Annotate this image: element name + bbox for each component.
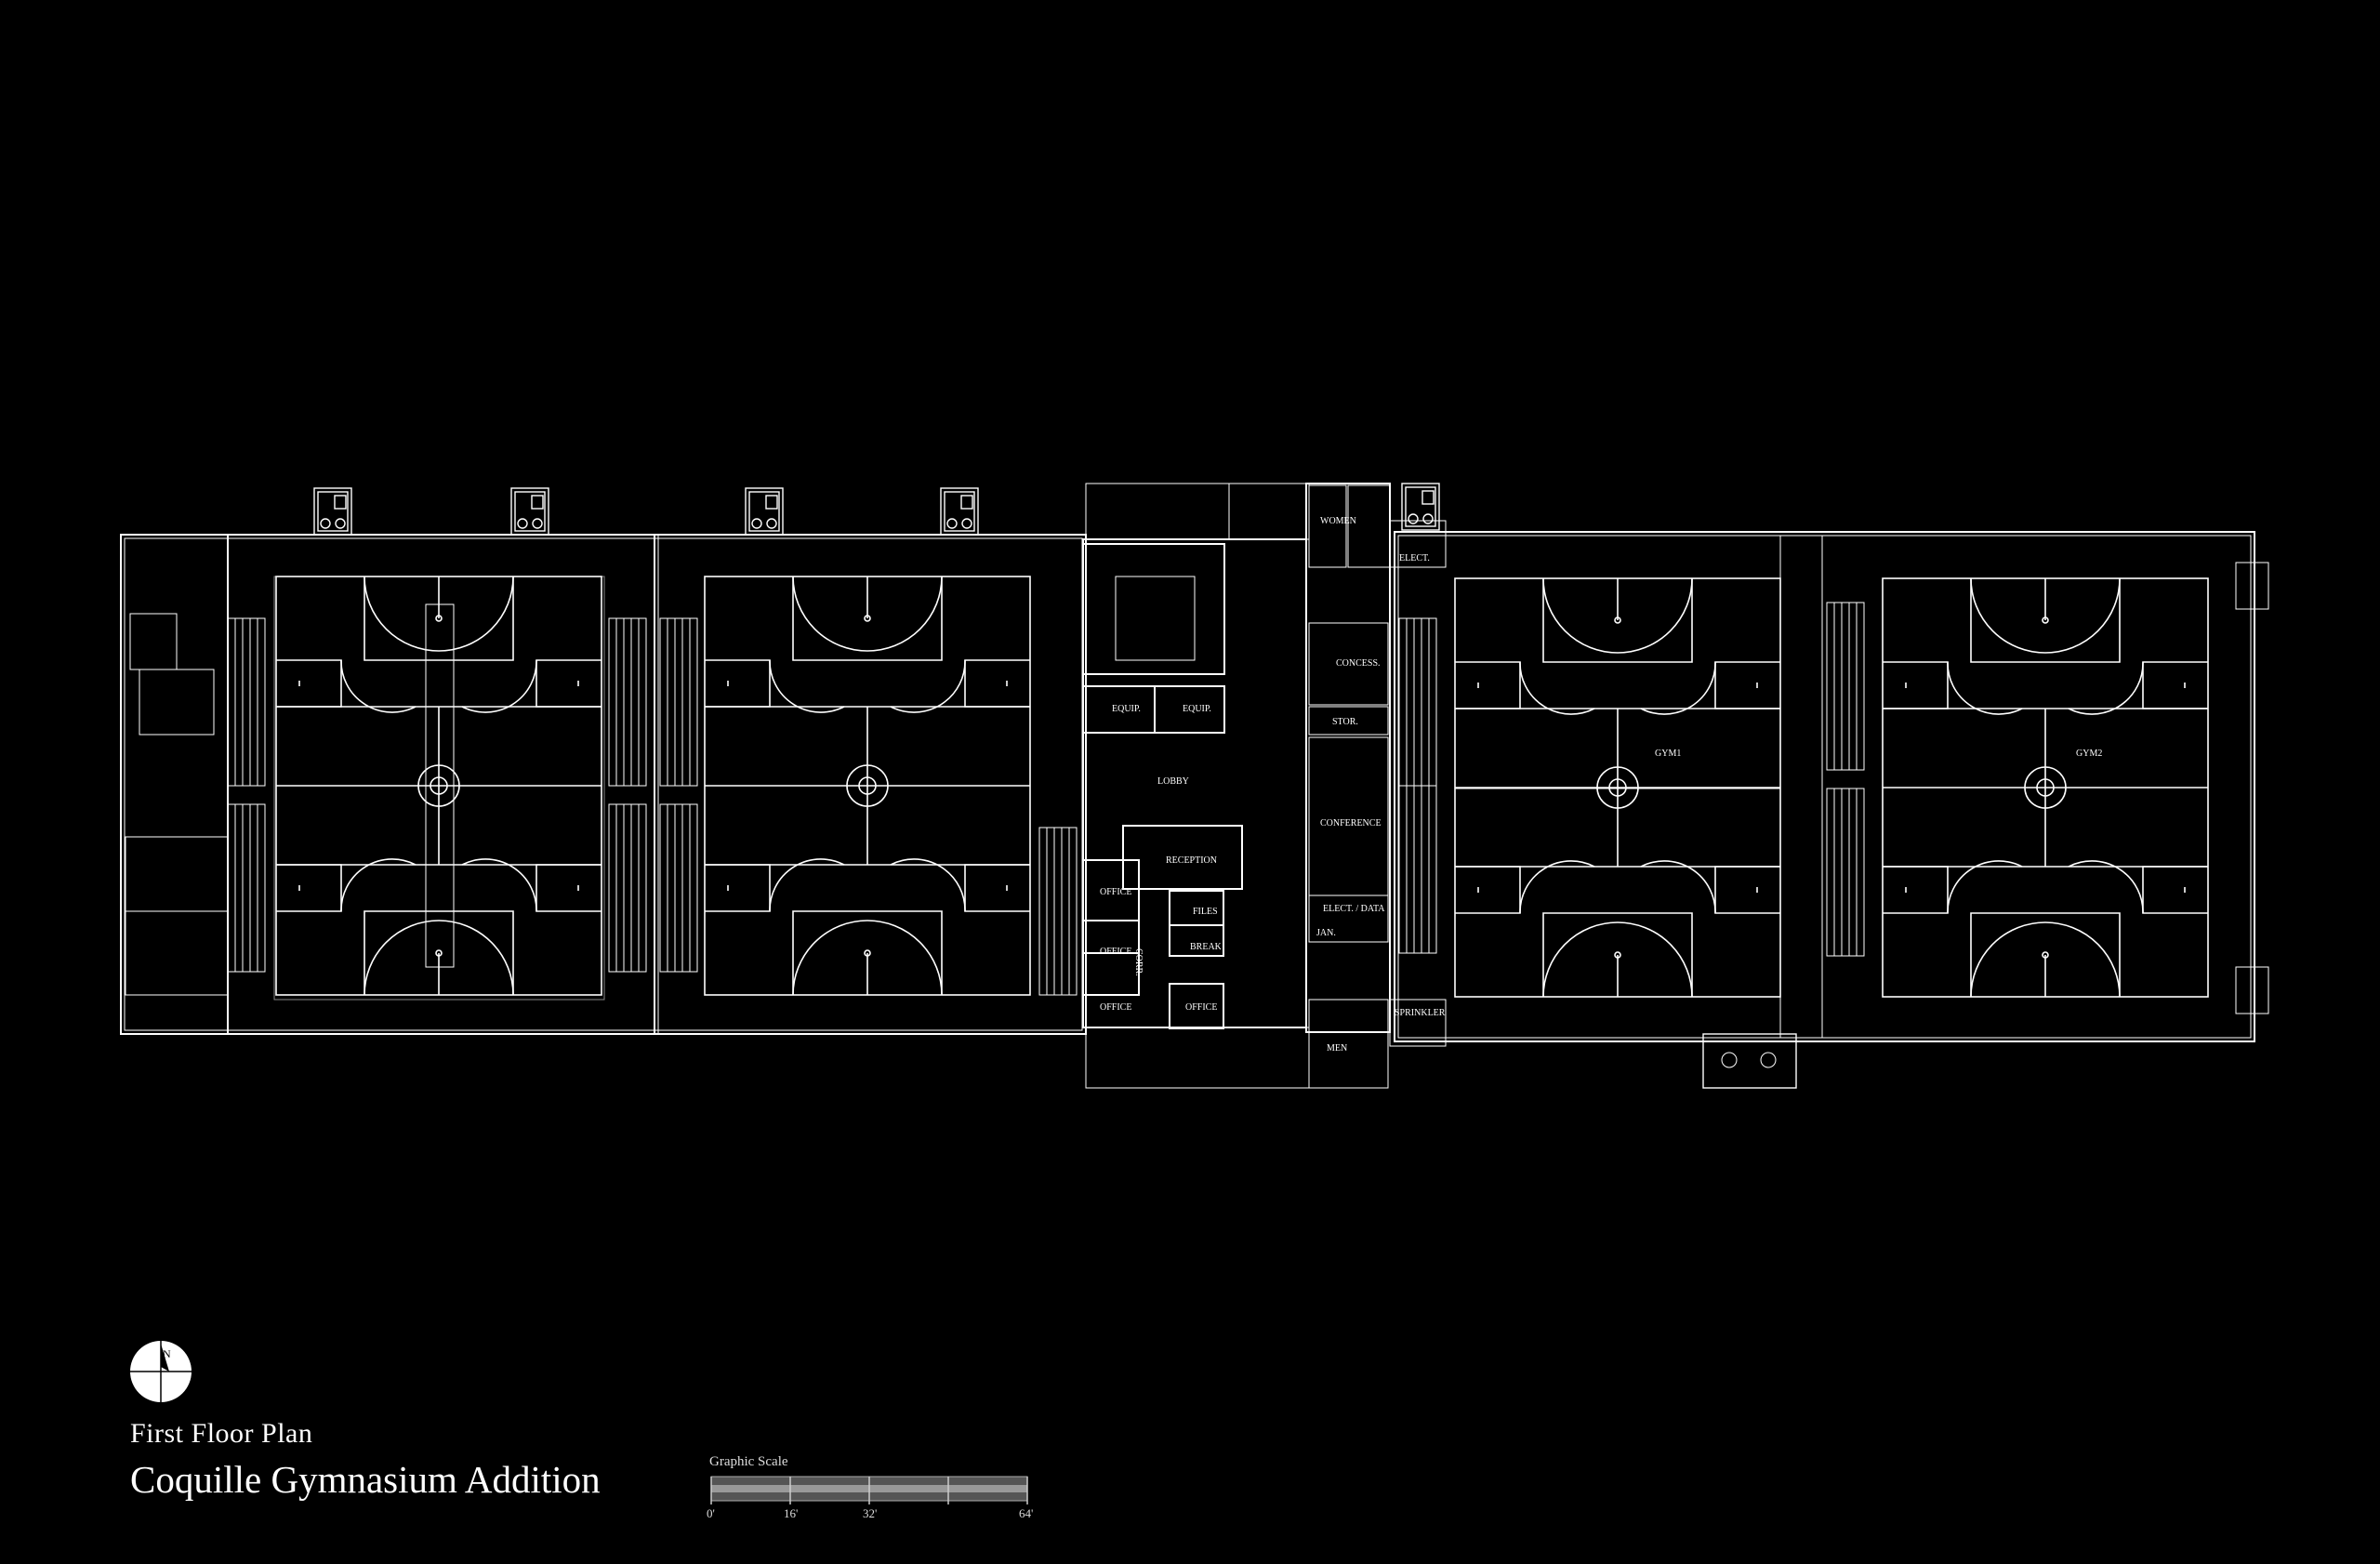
drawing-title: Coquille Gymnasium Addition [130, 1458, 601, 1501]
room-label-concess: CONCESS. [1336, 658, 1381, 669]
scale-tick-0: 0' [707, 1506, 715, 1520]
room-label-gym1: GYM1 [1655, 749, 1681, 759]
room-label-conference: CONFERENCE [1320, 818, 1382, 828]
room-label-men: MEN [1327, 1043, 1347, 1054]
room-label-equip-1: EQUIP. [1112, 704, 1141, 714]
room-label-gym2: GYM2 [2076, 749, 2102, 759]
graphic-scale-label: Graphic Scale [709, 1454, 788, 1469]
room-label-corr: CORR. [1133, 948, 1144, 976]
room-label-reception: RECEPTION [1166, 855, 1217, 866]
drawing-subtitle: First Floor Plan [130, 1418, 313, 1449]
room-label-office-2: OFFICE [1100, 947, 1131, 957]
room-label-office-4: OFFICE [1185, 1002, 1217, 1013]
room-label-stor: STOR. [1332, 717, 1358, 727]
room-label-sprinkler: SPRINKLER [1395, 1008, 1446, 1018]
north-arrow-icon: N [130, 1341, 192, 1402]
room-label-office-3: OFFICE [1100, 1002, 1131, 1013]
room-label-women: WOMEN [1320, 516, 1356, 526]
scale-tick-32: 32' [863, 1506, 878, 1520]
room-label-lobby: LOBBY [1157, 776, 1189, 787]
room-label-elect-data: ELECT. / DATA [1323, 904, 1385, 914]
scale-tick-64: 64' [1019, 1506, 1034, 1520]
title-block: First Floor Plan Coquille Gymnasium Addi… [130, 1418, 601, 1502]
scale-tick-16: 16' [784, 1506, 799, 1520]
room-label-elect: ELECT. [1399, 553, 1430, 563]
room-label-jan: JAN. [1316, 928, 1336, 938]
graphic-scale-bar [710, 1476, 1028, 1504]
room-label-office-1: OFFICE [1100, 887, 1131, 897]
room-label-files: FILES [1193, 907, 1218, 917]
room-label-break: BREAK [1190, 942, 1223, 952]
north-arrow-label: N [163, 1347, 171, 1360]
room-label-equip-2: EQUIP. [1183, 704, 1211, 714]
